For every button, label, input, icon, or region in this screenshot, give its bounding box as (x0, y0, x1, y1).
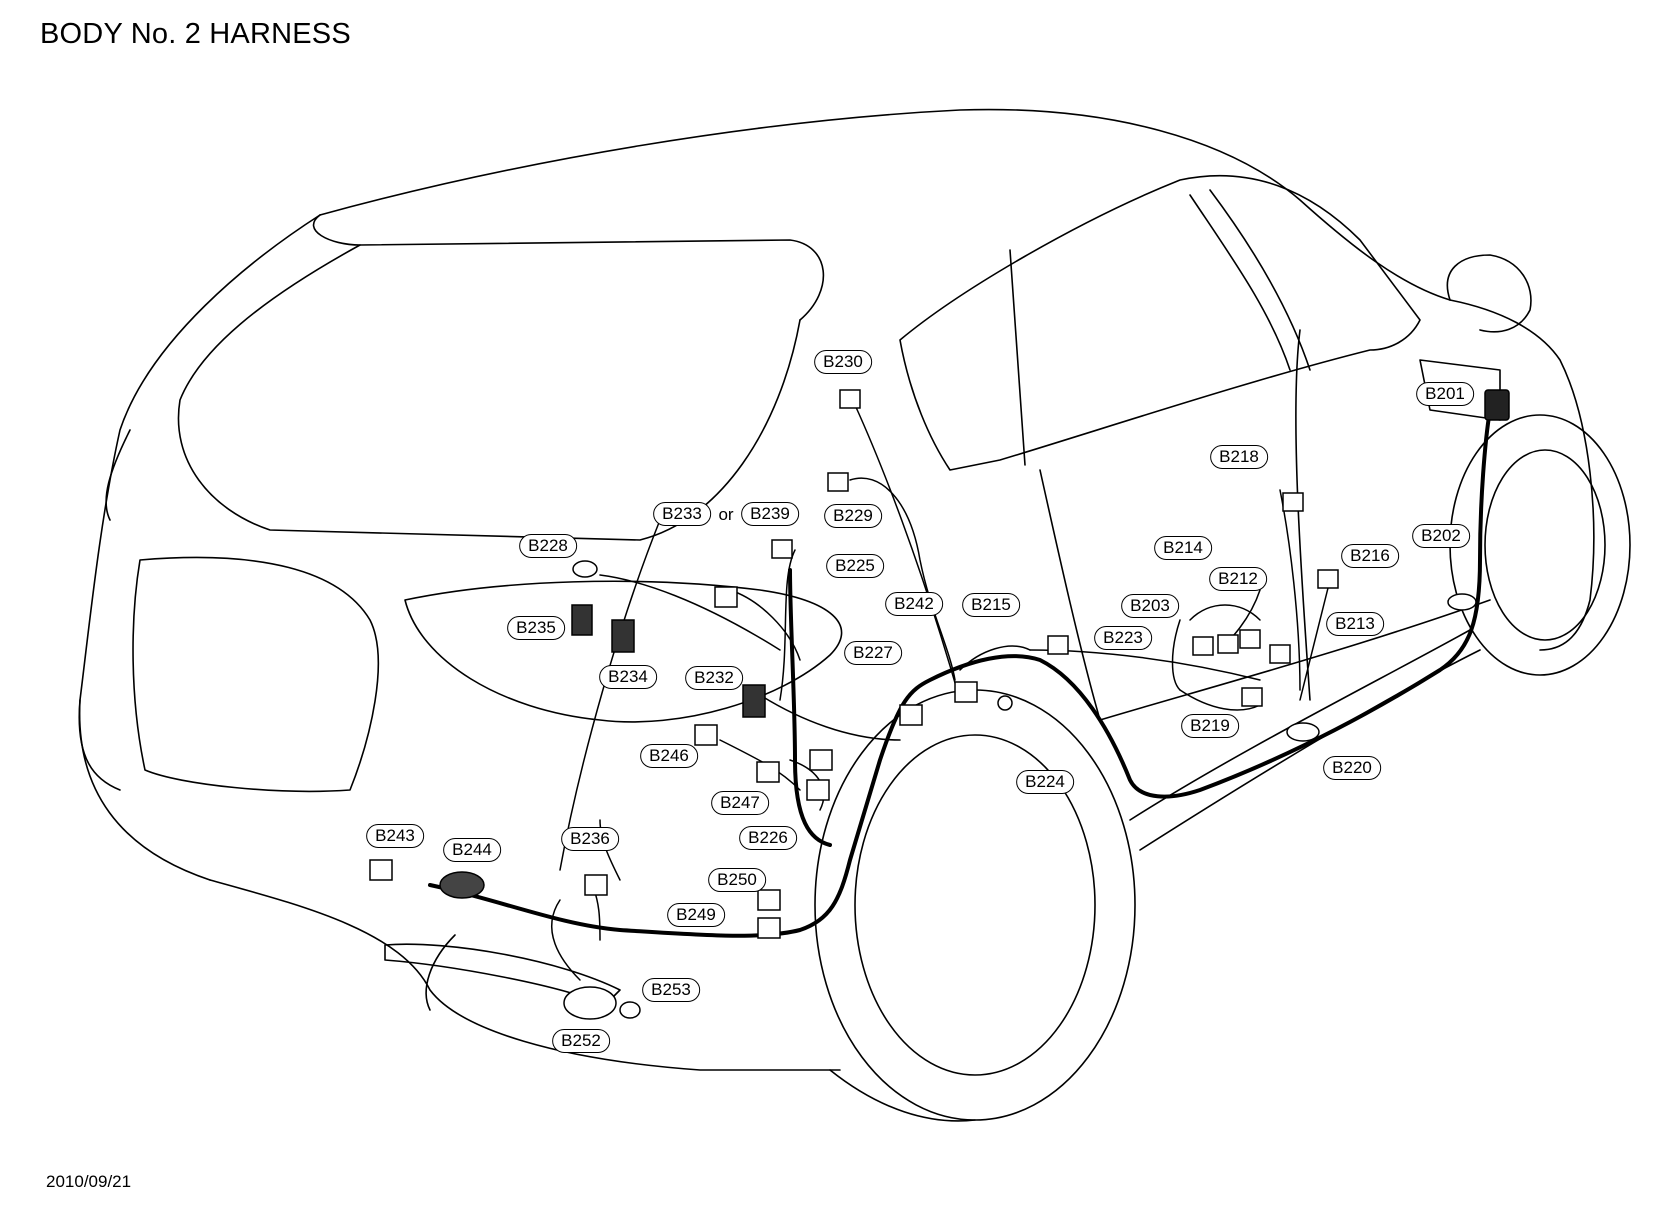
connector-b223 (1047, 635, 1069, 655)
connector-b230 (839, 389, 861, 409)
label-b235: B235 (507, 616, 565, 640)
or-text: or (718, 505, 734, 524)
label-b253: B253 (642, 978, 700, 1002)
connector-b233 (714, 586, 738, 608)
label-b252: B252 (552, 1029, 610, 1053)
label-b243: B243 (366, 824, 424, 848)
front-wheel (1449, 414, 1631, 676)
label-b203: B203 (1121, 594, 1179, 618)
label-b232: B232 (685, 666, 743, 690)
label-b250: B250 (708, 868, 766, 892)
label-b230: B230 (814, 350, 872, 374)
date-stamp: 2010/09/21 (46, 1172, 132, 1191)
connector-b244 (439, 871, 485, 899)
connector-b202 (1447, 593, 1477, 611)
label-b220: B220 (1323, 756, 1381, 780)
connector-b252 (563, 986, 617, 1020)
label-b216: B216 (1341, 544, 1399, 568)
connector-b229 (827, 472, 849, 492)
connector-b232 (742, 684, 766, 718)
connector-b219 (1241, 687, 1263, 707)
connector-b201 (1484, 389, 1510, 421)
label-b239: B239 (741, 502, 799, 526)
connector-b227 (809, 749, 833, 771)
connector-b236 (584, 874, 608, 896)
connector-b216 (1317, 569, 1339, 589)
connector-b220 (1286, 722, 1320, 742)
label-b244: B244 (443, 838, 501, 862)
connector-b250 (757, 889, 781, 911)
label-b229: B229 (824, 504, 882, 528)
connector-b242 (899, 704, 923, 726)
label-b236: B236 (561, 827, 619, 851)
label-b226: B226 (739, 826, 797, 850)
label-b249: B249 (667, 903, 725, 927)
connector-b247 (756, 761, 780, 783)
connector-b215 (954, 681, 978, 703)
label-b247: B247 (711, 791, 769, 815)
label-b215: B215 (962, 593, 1020, 617)
label-b223: B223 (1094, 626, 1152, 650)
harness-branches (551, 404, 1331, 981)
label-b225: B225 (826, 554, 884, 578)
label-b246: B246 (640, 744, 698, 768)
label-b214: B214 (1154, 536, 1212, 560)
rear-wheel (814, 689, 1136, 1122)
connector-b218 (1282, 492, 1304, 512)
label-b213: B213 (1326, 612, 1384, 636)
label-b224: B224 (1016, 770, 1074, 794)
main-harness-trunk (428, 408, 1492, 938)
label-b233: B233 (653, 502, 711, 526)
page-title: BODY No. 2 HARNESS (40, 18, 351, 50)
connector-b226 (806, 779, 830, 801)
label-b228: B228 (519, 534, 577, 558)
label-b242: B242 (885, 592, 943, 616)
connector-b243 (369, 859, 393, 881)
label-b227: B227 (844, 641, 902, 665)
connector-b213 (1269, 644, 1291, 664)
label-b219: B219 (1181, 714, 1239, 738)
connector-b228 (572, 560, 598, 578)
label-b218: B218 (1210, 445, 1268, 469)
connector-b203 (1192, 636, 1214, 656)
vehicle-body-outline (78, 108, 1595, 1071)
connector-b249 (757, 917, 781, 939)
connector-b246 (694, 724, 718, 746)
connector-b235 (571, 604, 593, 636)
connector-b214 (1217, 634, 1239, 654)
label-b201: B201 (1416, 382, 1474, 406)
connector-b224 (997, 695, 1013, 711)
connector-b225 (771, 539, 793, 559)
connector-b234 (611, 619, 635, 653)
label-b212: B212 (1209, 567, 1267, 591)
connector-b212 (1239, 629, 1261, 649)
label-b234: B234 (599, 665, 657, 689)
label-b202: B202 (1412, 524, 1470, 548)
connector-b253 (619, 1001, 641, 1019)
